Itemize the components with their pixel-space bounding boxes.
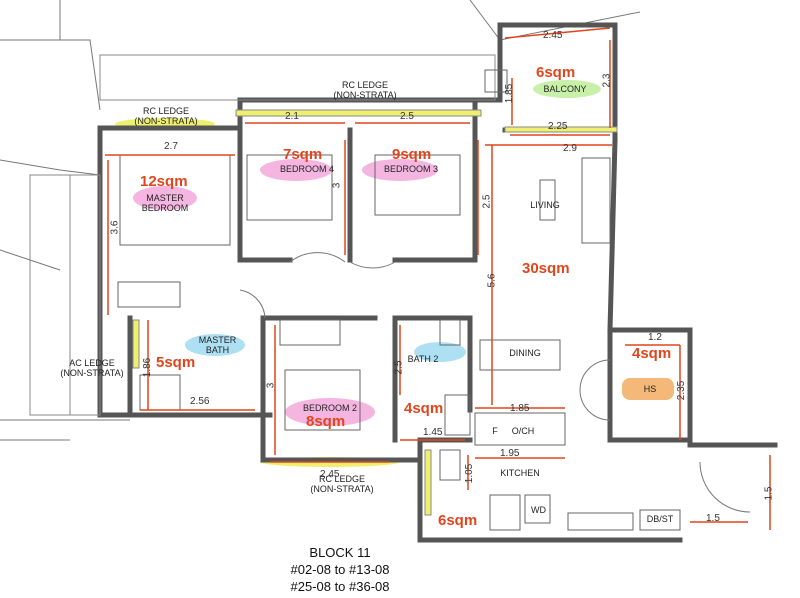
highlight-balcony [533,80,601,98]
dim-2-1: 2.1 [285,111,299,122]
bedroom2-area: 8sqm [306,413,346,430]
dbst-label: DB/ST [646,514,674,524]
dim-2-25: 2.25 [548,121,568,132]
dimension-lines [105,27,771,530]
dim-2-5-living: 2.5 [481,194,493,209]
highlight-bath2 [414,342,466,362]
highlight-master-bath [185,334,245,356]
bath2-label: BATH 2 [407,354,439,364]
bedroom3-label: BEDROOM 3 [383,164,438,174]
walls [97,22,778,543]
block-title: BLOCK 11 [309,545,371,560]
dim-2-9: 2.9 [563,143,577,154]
dim-3-bedroom2: 3 [265,382,277,389]
highlight-bedroom3 [362,159,438,181]
fridge-label: F [492,426,498,436]
master-bath-area: 5sqm [156,354,196,371]
dim-2-5-bath2: 2.5 [393,360,405,375]
dim-1-86: 1.86 [142,357,154,378]
kitchen-label: KITCHEN [500,468,540,478]
units-line-1: #02-08 to #13-08 [290,562,390,577]
bedroom4-label: BEDROOM 4 [279,164,334,174]
highlight-master-bedroom [133,186,197,210]
dim-1-85-dining: 1.85 [510,403,530,414]
windows [29,54,618,516]
highlight-bedroom4 [260,159,332,181]
master-bath-label: MASTER BATH [198,335,237,355]
furniture [117,69,681,531]
balcony-area: 6sqm [536,64,576,81]
dim-2-35: 2.35 [676,380,688,401]
dim-1-85-balcony: 1.85 [504,83,516,104]
bedroom2-label: BEDROOM 2 [302,403,357,413]
ac-ledge: AC LEDGE (NON-STRATA) [60,358,124,378]
dim-2-56: 2.56 [190,396,210,407]
dim-1-2: 1.2 [648,332,662,343]
living-label: LIVING [530,200,560,210]
rc-ledge-top: RC LEDGE (NON-STRATA) [333,80,397,100]
living-area: 30sqm [522,260,570,277]
master-bedroom-label: MASTER BEDROOM [141,193,189,213]
dim-1-45: 1.45 [423,427,443,438]
hs-area: 4sqm [632,345,672,362]
dim-3-bedroom4: 3 [331,182,343,189]
kitchen-area: 6sqm [438,512,478,529]
bedroom4-area: 7sqm [283,146,323,163]
highlight-hs [622,378,674,400]
dim-2-5-bedroom3: 2.5 [400,111,414,122]
rc-ledge-left: RC LEDGE (NON-STRATA) [134,106,198,126]
dim-5-6: 5.6 [486,273,498,288]
och-label: O/CH [511,426,535,436]
dim-2-45-bedroom2: 2.45 [320,469,340,480]
dim-3-6: 3.6 [109,220,121,235]
dim-2-45-top: 2.45 [543,30,563,41]
dim-1-05: 1.05 [464,463,476,484]
dim-2-7: 2.7 [164,141,178,152]
wd-label: WD [531,505,546,515]
balcony-label: BALCONY [543,84,587,94]
doors [239,252,751,513]
dim-1-5-vertical: 1.5 [763,486,775,501]
bedroom3-area: 9sqm [392,146,432,163]
dim-1-95: 1.95 [500,448,520,459]
highlight-bedroom2 [285,398,375,426]
dim-2-3-balcony: 2.3 [601,73,613,88]
master-bedroom-area: 12sqm [140,173,188,190]
hs-label: HS [643,384,657,394]
rc-ledge-bottom: RC LEDGE (NON-STRATA) [310,474,374,494]
dining-label: DINING [509,348,541,358]
units-line-2: #25-08 to #36-08 [290,579,390,594]
bath2-area: 4sqm [404,400,444,417]
dim-1-5-horizontal: 1.5 [706,513,720,524]
